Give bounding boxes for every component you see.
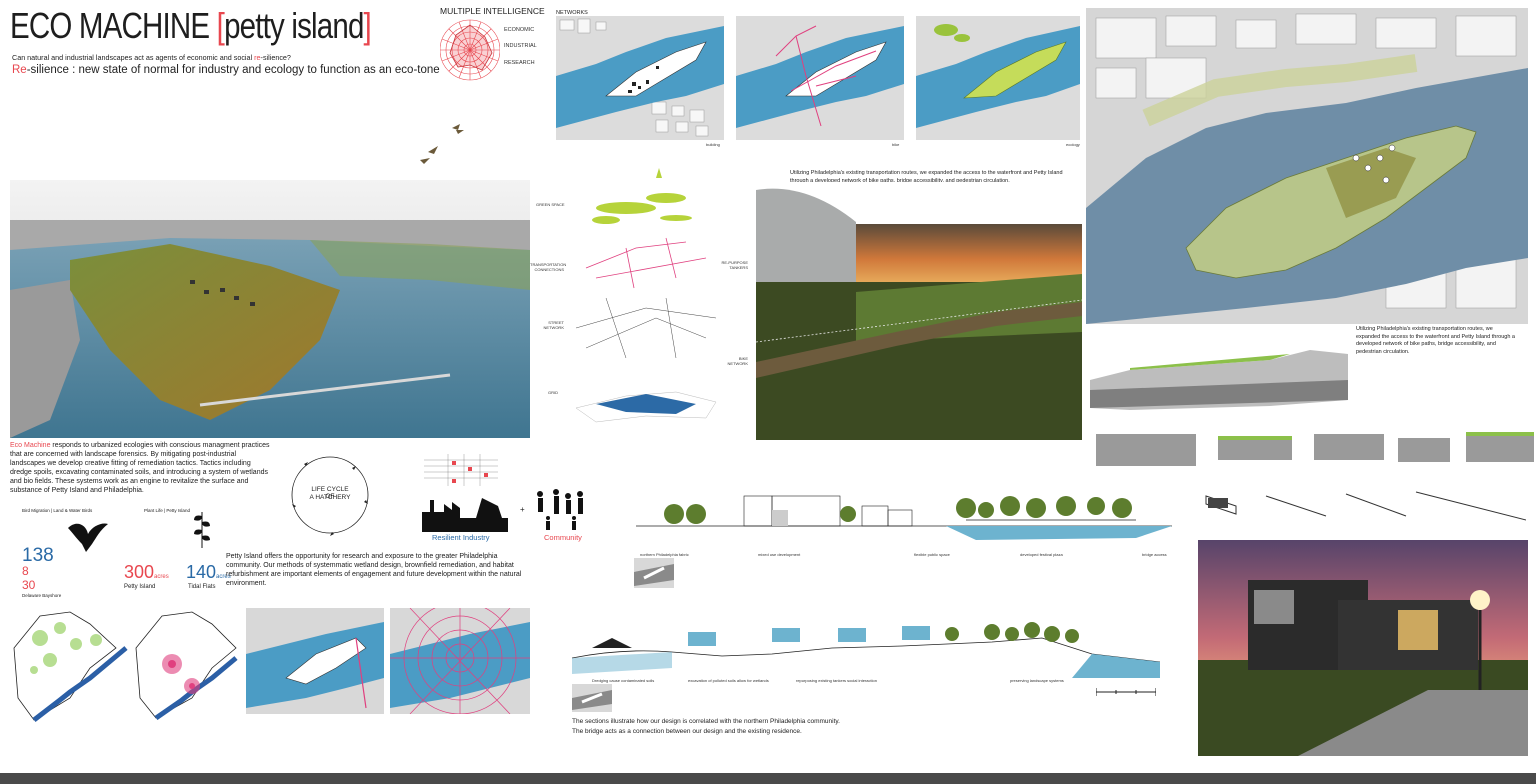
section-drawing-1 (636, 495, 1172, 540)
section1-label-5: bridge access (1142, 552, 1167, 557)
philadelphia-map-red (135, 611, 238, 720)
tagline: Re-silience : new state of normal for in… (12, 64, 440, 76)
hatchery-lifecycle-diagram (291, 456, 369, 536)
research-question: Can natural and industrial landscapes ac… (12, 53, 291, 62)
community-people-icon (537, 489, 583, 530)
section2-label-3: repurposing existing tankers social inte… (796, 678, 877, 683)
plant-stat-label: Petty Island (124, 584, 156, 590)
layer-label-grid: GRID (548, 390, 558, 395)
bird-stats-heading: Bird Migration | Land & Water Birds (22, 508, 93, 513)
petty-island-paragraph: Petty Island offers the opportunity for … (226, 553, 522, 587)
section-drawing-2 (572, 622, 1160, 678)
render-label-bike: BIKE NETWORK (727, 356, 748, 366)
section2-label-2: excavation of polluted soils allow for w… (688, 678, 769, 683)
aerial-render (10, 180, 530, 438)
section1-label-1: northern Philadelphia fabric (640, 552, 689, 557)
section2-label-4: preserving landscape systems (1010, 678, 1064, 683)
plant-stats-heading: Plant Life | Petty Island (144, 508, 190, 513)
lifecycle-center-line2: A HATCHERY (309, 494, 351, 501)
network-map-bike (736, 16, 904, 140)
bird-stat-value-2: 8 (22, 564, 29, 578)
intro-paragraph: Eco Machine responds to urbanized ecolog… (10, 442, 270, 494)
bird-stat-value: 138 (22, 545, 54, 566)
section1-label-3: flexible public space (914, 552, 950, 557)
network-map-ecology (916, 16, 1080, 140)
right-transport-text: Utilizing Philadelphia's existing transp… (1356, 326, 1515, 355)
plant-stat-value: 300acres (124, 562, 169, 582)
plant-icon (194, 512, 210, 548)
industry-silhouette (422, 498, 508, 532)
massing-model (1090, 350, 1348, 410)
network-caption-building: building (706, 142, 720, 147)
key-map-2 (572, 684, 612, 712)
section1-label-2: mixed use development (758, 552, 801, 557)
transport-text: Utilizing Philadelphia's existing transp… (790, 170, 1063, 184)
flats-stat-label: Tidal Flats (188, 584, 216, 590)
massing-variations (1096, 432, 1534, 466)
key-map-1 (634, 558, 674, 588)
birds-illustration (420, 124, 464, 164)
bird-silhouette-icon (68, 523, 108, 552)
radar-label-industrial: INDUSTRIAL (504, 43, 537, 49)
flats-stat-value: 140acres (186, 562, 231, 582)
island-map-remediation (246, 608, 384, 714)
radar-diagram (440, 19, 500, 81)
layer-label-street: STREET NETWORK (543, 320, 564, 330)
bottom-strip (0, 773, 1536, 784)
eye-level-render (756, 182, 1082, 440)
networks-title: NETWORKS (556, 10, 588, 16)
lifecycle-center-line1: LIFE CYCLE OF (311, 486, 349, 500)
radar-label-economic: ECONOMIC (504, 27, 535, 33)
resilient-industry-label: Resilient Industry (432, 533, 490, 542)
matrix-table (424, 454, 498, 486)
sections-caption-line2: The bridge acts as a connection between … (572, 728, 802, 735)
page-title: ECO MACHINE [petty island] (10, 5, 372, 46)
building-render (1198, 540, 1528, 756)
radar-title: MULTIPLE INTELLIGENCE (440, 6, 545, 16)
section1-label-4: developed festival plaza (1020, 552, 1063, 557)
bird-stat-value-3: 30 (22, 578, 36, 592)
philadelphia-map-green (13, 611, 128, 722)
island-map-grid (390, 608, 530, 714)
delaware-label: Delaware Bayshore (22, 593, 62, 598)
layer-label-green-space: GREEN SPACE (536, 202, 565, 207)
bridge-components (1205, 491, 1526, 521)
render-label-repurpose: RE-PURPOSE TANKERS (721, 260, 748, 270)
network-caption-bike: bike (892, 142, 900, 147)
community-label: Community (544, 533, 582, 542)
layer-label-transportation: TRANSPORTATION CONNECTIONS (530, 262, 567, 272)
layer-diagram (575, 168, 717, 423)
radar-label-research: RESEARCH (504, 60, 535, 66)
plus-sign: + (520, 505, 525, 514)
section2-label-1: Dredging cause contaminated soils (592, 678, 655, 683)
sections-caption-line1: The sections illustrate how our design i… (572, 718, 840, 725)
network-caption-ecology: ecology (1066, 142, 1080, 147)
network-map-building (556, 16, 724, 140)
scale-bar (1096, 688, 1156, 696)
site-plan-map (1086, 8, 1528, 324)
